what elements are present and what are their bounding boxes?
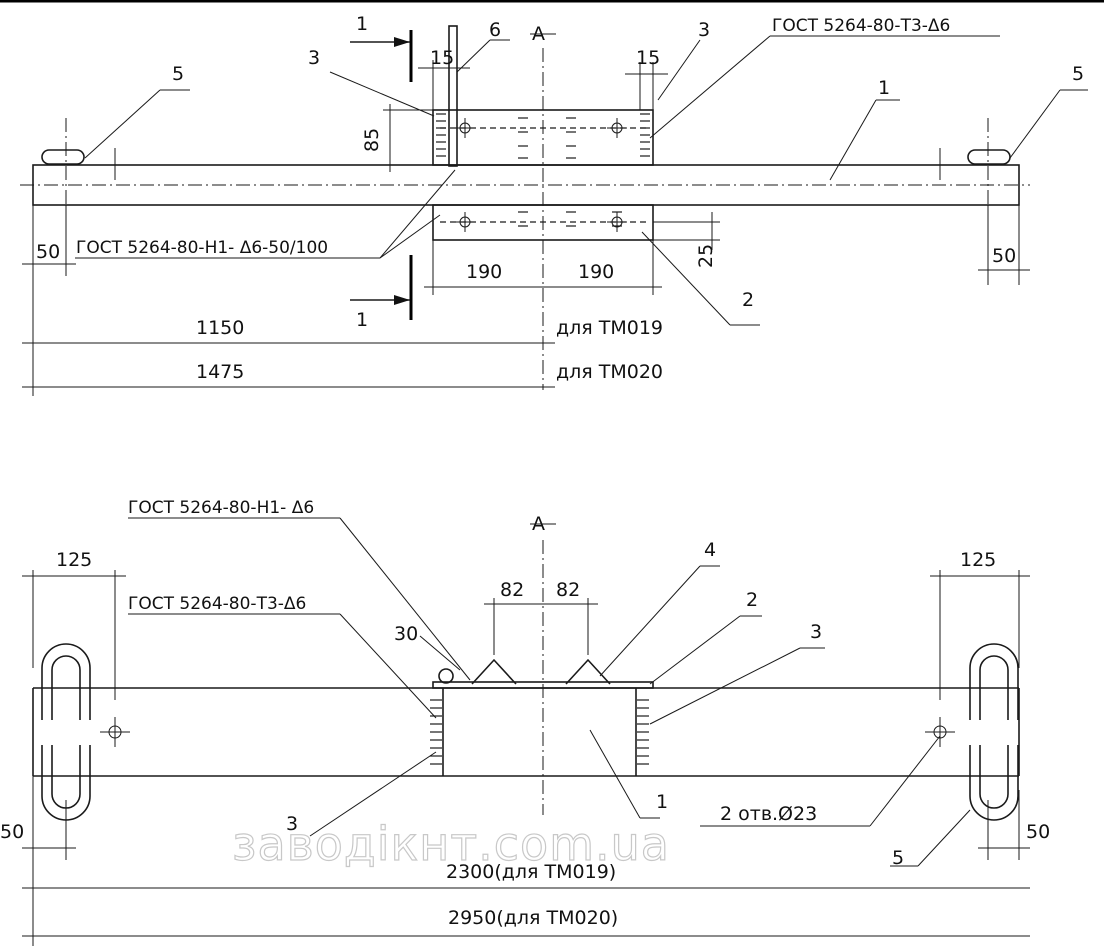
dim-50-right: 50 [992,245,1016,267]
holes-note: 2 отв.Ø23 [720,803,817,825]
section-label-top: 1 [356,13,368,35]
dim-125-right: 125 [960,549,996,571]
dim-190-right: 190 [578,261,614,283]
bottom-callout-4: 4 [704,539,716,561]
lug-right [967,149,1011,165]
dim-1475: 1475 [196,361,244,383]
dim-15-left: 15 [430,47,454,69]
weld-note-t3: ГОСТ 5264-80-Т3-Δ6 [772,16,950,36]
dim-82-left: 82 [500,579,524,601]
callout-5-left: 5 [172,63,184,85]
callout-5-right: 5 [1072,63,1084,85]
u-bolt-left [41,643,91,821]
bottom-weld-h1: ГОСТ 5264-80-Н1- Δ6 [128,498,314,518]
bottom-callout-3-right: 3 [810,621,822,643]
weld-hatch-center [518,117,622,227]
dim-30: 30 [394,623,418,645]
dim-2300: 2300(для ТМ019) [446,861,616,883]
callout-2: 2 [742,289,754,311]
dim-82-right: 82 [556,579,580,601]
dim-2950: 2950(для ТМ020) [448,907,618,929]
v-lug-left [471,658,517,685]
dim-50-left: 50 [36,241,60,263]
part-6-strip [448,25,458,167]
weld-hatch-upper-right [640,113,650,157]
u-bolt-right [969,643,1019,821]
callout-1: 1 [878,77,890,99]
top-view: A 1 1 15 15 85 [20,13,1088,396]
lug-left [41,149,85,165]
dim-50-bottom-right: 50 [1026,821,1050,843]
stiffener-welds [430,699,649,765]
dim-25: 25 [695,244,717,268]
dim-125-left: 125 [56,549,92,571]
dim-15-right: 15 [636,47,660,69]
bottom-view: A 125 125 82 82 [0,498,1050,946]
ring [438,668,454,684]
watermark: заводiкнт.com.ua [232,817,670,871]
dim-190-left: 190 [466,261,502,283]
callout-6: 6 [489,19,501,41]
callout-3-left: 3 [308,47,320,69]
note-tm020: для ТМ020 [556,361,663,383]
note-tm019: для ТМ019 [556,317,663,339]
dim-85: 85 [361,128,383,152]
dim-1150: 1150 [196,317,244,339]
bottom-callout-1: 1 [656,791,668,813]
v-lug-right [565,658,611,685]
weld-hatch-upper-left [436,113,446,157]
bottom-weld-t3: ГОСТ 5264-80-Т3-Δ6 [128,594,306,614]
dim-50-bottom-left: 50 [0,821,24,843]
callout-3-right: 3 [698,19,710,41]
section-label-bottom: 1 [356,309,368,331]
weld-note-h1: ГОСТ 5264-80-Н1- Δ6-50/100 [76,238,328,258]
bottom-callout-5: 5 [892,847,904,869]
bottom-callout-2: 2 [746,589,758,611]
bottom-callout-3: 3 [286,813,298,835]
